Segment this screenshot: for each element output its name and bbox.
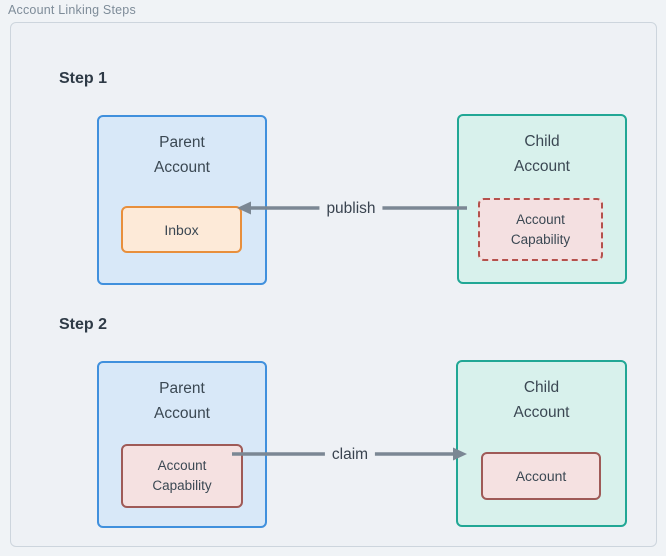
publish-arrow-label: publish xyxy=(319,199,383,219)
step2-parent-title-line2: Account xyxy=(153,405,210,422)
step2-capability-label-line2: Capability xyxy=(152,478,212,493)
step1-capability-label-line1: Account xyxy=(516,211,565,227)
step1-parent-title-line2: Account xyxy=(153,159,210,176)
step1-parent-account-title: Parent Account xyxy=(99,130,265,180)
step1-child-title-line2: Account xyxy=(513,158,570,175)
claim-arrow-label: claim xyxy=(324,445,376,465)
step2-parent-account-title: Parent Account xyxy=(99,376,265,426)
step1-parent-account-box: Parent Account xyxy=(97,115,267,285)
step1-inbox-label: Inbox xyxy=(164,221,199,238)
step1-capability-label-line2: Capability xyxy=(510,231,571,247)
step2-child-account-title: Child Account xyxy=(458,375,625,425)
step1-child-title-line1: Child xyxy=(524,133,560,150)
step2-parent-title-line1: Parent xyxy=(159,380,205,397)
step1-parent-title-line1: Parent xyxy=(159,134,205,151)
step2-account-box: Account xyxy=(481,452,601,500)
step1-account-capability-box: Account Capability xyxy=(478,198,603,261)
step2-child-account-box: Child Account xyxy=(456,360,627,527)
step2-child-title-line2: Account xyxy=(513,404,570,421)
step2-account-capability-box: Account Capability xyxy=(121,444,243,508)
step2-heading: Step 2 xyxy=(59,316,108,333)
step2-child-title-line1: Child xyxy=(523,379,560,396)
step2-capability-label-line1: Account xyxy=(157,458,207,473)
step1-inbox-box: Inbox xyxy=(121,206,242,253)
step2-account-label: Account xyxy=(515,468,567,484)
diagram-container: Step 1 Parent Account Inbox Child Accoun… xyxy=(10,22,657,547)
step1-child-account-title: Child Account xyxy=(459,129,625,179)
diagram-title: Account Linking Steps xyxy=(8,3,136,17)
step1-heading: Step 1 xyxy=(59,70,108,87)
